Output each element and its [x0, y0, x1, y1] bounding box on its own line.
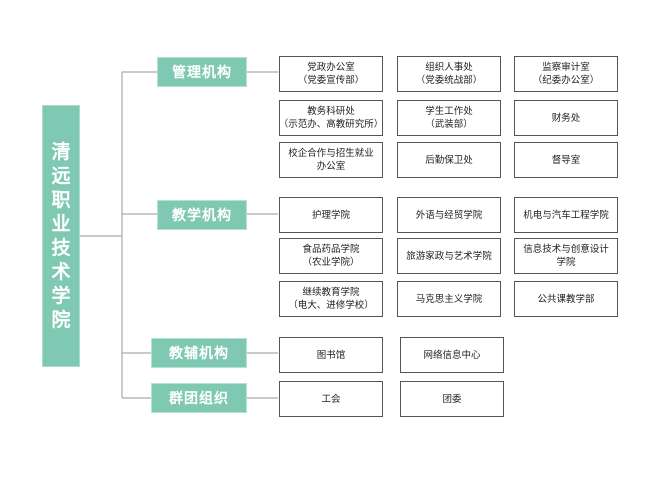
- unit-line2: （纪委办公室）: [532, 75, 600, 86]
- unit-box: 后勤保卫处: [397, 142, 501, 178]
- unit-line1: 学生工作处: [425, 106, 473, 117]
- unit-line1: 党政办公室: [307, 62, 355, 73]
- unit-line1: 校企合作与招生就业: [288, 148, 374, 159]
- unit-line2: （农业学院）: [302, 257, 360, 268]
- root-label: 清远职业技术学院: [51, 141, 71, 331]
- unit-box: 公共课教学部: [514, 281, 618, 317]
- unit-line1: 信息技术与创意设计: [523, 244, 609, 255]
- unit-line2: （党委统战部）: [415, 75, 483, 86]
- unit-box: 教务科研处 （示范办、高教研究所）: [279, 100, 383, 136]
- unit-box: 团委: [400, 381, 504, 417]
- root-node: 清远职业技术学院: [42, 105, 80, 367]
- unit-line1: 教务科研处: [307, 106, 355, 117]
- unit-box: 组织人事处 （党委统战部）: [397, 56, 501, 92]
- category-guanli: 管理机构: [157, 57, 247, 87]
- unit-box: 党政办公室 （党委宣传部）: [279, 56, 383, 92]
- category-label: 教辅机构: [169, 346, 229, 362]
- unit-line1: 后勤保卫处: [425, 154, 473, 166]
- unit-line1: 马克思主义学院: [415, 293, 483, 305]
- unit-box: 护理学院: [279, 197, 383, 233]
- unit-line1: 旅游家政与艺术学院: [406, 250, 492, 262]
- unit-box: 网络信息中心: [400, 337, 504, 373]
- unit-line2: （电大、进修学校）: [288, 300, 374, 311]
- unit-line1: 外语与经贸学院: [415, 209, 483, 221]
- category-jiaofu: 教辅机构: [151, 338, 247, 368]
- unit-line1: 督导室: [551, 154, 581, 166]
- unit-box: 校企合作与招生就业 办公室: [279, 142, 383, 178]
- unit-line1: 公共课教学部: [537, 293, 595, 305]
- unit-line1: 监察审计室: [542, 62, 590, 73]
- unit-line1: 食品药品学院: [302, 244, 360, 255]
- unit-line1: 网络信息中心: [423, 349, 481, 361]
- unit-line2: 办公室: [316, 161, 346, 172]
- unit-box: 继续教育学院 （电大、进修学校）: [279, 281, 383, 317]
- category-label: 管理机构: [172, 65, 232, 81]
- unit-line2: （示范办、高教研究所）: [278, 119, 384, 130]
- unit-box: 旅游家政与艺术学院: [397, 238, 501, 274]
- unit-box: 图书馆: [279, 337, 383, 373]
- unit-box: 马克思主义学院: [397, 281, 501, 317]
- unit-box: 外语与经贸学院: [397, 197, 501, 233]
- unit-line1: 团委: [442, 393, 462, 405]
- unit-line2: （党委宣传部）: [297, 75, 365, 86]
- category-jiaoxue: 教学机构: [157, 200, 247, 230]
- unit-line1: 组织人事处: [425, 62, 473, 73]
- unit-box: 监察审计室 （纪委办公室）: [514, 56, 618, 92]
- unit-box: 督导室: [514, 142, 618, 178]
- unit-box: 食品药品学院 （农业学院）: [279, 238, 383, 274]
- category-label: 教学机构: [172, 208, 232, 224]
- unit-box: 机电与汽车工程学院: [514, 197, 618, 233]
- unit-box: 工会: [279, 381, 383, 417]
- unit-line1: 继续教育学院: [302, 287, 360, 298]
- unit-box: 财务处: [514, 100, 618, 136]
- unit-line1: 护理学院: [311, 209, 350, 221]
- unit-box: 信息技术与创意设计 学院: [514, 238, 618, 274]
- unit-line1: 机电与汽车工程学院: [523, 209, 609, 221]
- unit-line1: 财务处: [551, 112, 581, 124]
- unit-line2: 学院: [556, 257, 576, 268]
- unit-line1: 图书馆: [316, 349, 346, 361]
- unit-line2: （武装部）: [425, 119, 473, 130]
- unit-line1: 工会: [321, 393, 341, 405]
- category-quntuan: 群团组织: [151, 383, 247, 413]
- category-label: 群团组织: [169, 391, 229, 407]
- unit-box: 学生工作处 （武装部）: [397, 100, 501, 136]
